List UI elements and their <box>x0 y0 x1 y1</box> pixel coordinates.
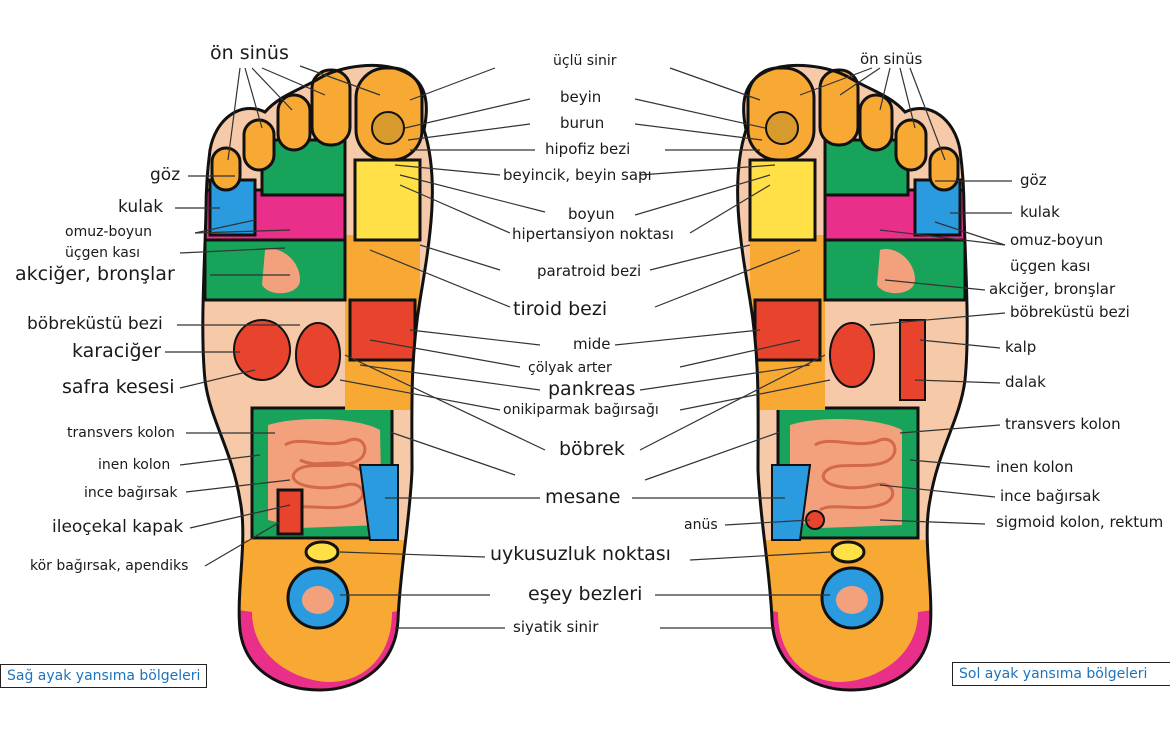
label-r-gallbladder: safra kesesi <box>62 376 175 398</box>
label-l-shoulder-neck: omuz-boyun <box>1010 231 1104 249</box>
label-thyroid: tiroid bezi <box>513 298 608 320</box>
label-l-trapezius: üçgen kası <box>1010 257 1091 275</box>
label-r-liver: karaciğer <box>72 340 162 362</box>
caption-right-foot: Sağ ayak yansıma bölgeleri <box>0 664 208 688</box>
label-cerebellum: beyincik, beyin sapı <box>503 166 652 184</box>
label-l-lungs: akciğer, bronşlar <box>989 280 1116 298</box>
label-r-descending-colon: inen kolon <box>98 457 171 473</box>
label-nose: burun <box>560 114 605 132</box>
label-l-descending-colon: inen kolon <box>996 458 1074 476</box>
label-gonads: eşey bezleri <box>528 583 643 605</box>
leader-lines <box>165 65 1012 629</box>
label-r-frontal-sinus: ön sinüs <box>210 42 289 64</box>
label-r-shoulder-neck: omuz-boyun <box>65 224 152 240</box>
label-r-eye: göz <box>150 165 181 185</box>
label-brain: beyin <box>560 88 602 106</box>
label-trigeminal-nerve: üçlü sinir <box>553 53 617 69</box>
label-kidney: böbrek <box>559 438 625 460</box>
label-r-ileocecal-valve: ileoçekal kapak <box>52 517 184 537</box>
label-l-eye: göz <box>1020 171 1047 189</box>
caption-left-foot: Sol ayak yansıma bölgeleri <box>952 662 1170 686</box>
label-parathyroid: paratroid bezi <box>537 262 642 280</box>
label-r-small-intestine: ince bağırsak <box>84 485 178 501</box>
label-l-adrenal: böbreküstü bezi <box>1010 303 1130 321</box>
label-pituitary: hipofiz bezi <box>545 140 631 158</box>
label-l-heart: kalp <box>1005 338 1037 356</box>
label-l-frontal-sinus: ön sinüs <box>860 50 923 68</box>
label-r-adrenal: böbreküstü bezi <box>27 314 163 334</box>
label-r-ear: kulak <box>118 197 164 217</box>
label-r-transverse-colon: transvers kolon <box>67 425 175 441</box>
label-stomach: mide <box>573 335 611 353</box>
label-hypertension-point: hipertansiyon noktası <box>512 225 674 243</box>
label-neck: boyun <box>568 205 615 223</box>
label-insomnia-point: uykusuzluk noktası <box>490 543 671 565</box>
label-r-trapezius: üçgen kası <box>65 245 141 261</box>
label-r-appendix: kör bağırsak, apendiks <box>30 558 189 574</box>
label-l-small-intestine: ince bağırsak <box>1000 487 1101 505</box>
label-l-sigmoid-colon: sigmoid kolon, rektum <box>996 515 1164 530</box>
label-l-ear: kulak <box>1020 203 1060 221</box>
label-celiac-artery: çölyak arter <box>528 360 612 376</box>
label-l-transverse-colon: transvers kolon <box>1005 415 1121 433</box>
label-bladder: mesane <box>545 486 621 508</box>
label-l-spleen: dalak <box>1005 373 1046 391</box>
label-l-anus: anüs <box>684 517 718 533</box>
label-r-lungs: akciğer, bronşlar <box>15 263 175 285</box>
label-pancreas: pankreas <box>548 378 636 400</box>
label-sciatic-nerve: siyatik sinir <box>513 618 599 636</box>
right-foot <box>201 63 434 692</box>
left-foot <box>736 63 969 692</box>
label-duodenum: onikiparmak bağırsağı <box>503 402 659 418</box>
